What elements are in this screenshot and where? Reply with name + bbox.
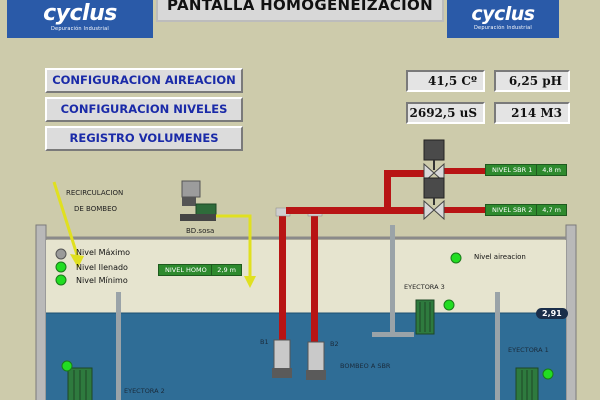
status-dot-minimo [55, 274, 67, 286]
ejector-2-icon [67, 367, 93, 400]
nivel-sbr1-label: NIVEL SBR 1 [492, 166, 533, 174]
nivel-sbr2-label: NIVEL SBR 2 [492, 206, 533, 214]
b2-label: B2 [330, 340, 339, 348]
logo-right-name: cyclus [471, 3, 535, 25]
red-pipe-b2 [311, 214, 318, 344]
de-bombeo-label: DE BOMBEO [74, 205, 118, 213]
tank-level-badge: 2,91 [536, 308, 568, 319]
valve-sbr1-icon [423, 139, 445, 184]
red-riser [384, 170, 391, 212]
logo-right-tagline: Depuración Industrial [474, 25, 532, 31]
dosing-pump-icon [180, 180, 217, 221]
red-line-sbr1-out [440, 168, 485, 174]
legend-nivel-maximo: Nivel Máximo [76, 248, 131, 257]
ph-readout: 6,25 pH [494, 70, 570, 92]
pipe-elbow-b2 [307, 207, 323, 217]
logo-left: cyclus Depuración Industrial [7, 0, 153, 38]
ejector-3-icon [415, 299, 435, 335]
logo-left-tagline: Depuración Industrial [51, 26, 109, 32]
eyectora-1-label: EYECTORA 1 [508, 346, 549, 354]
status-dot-eyectora2 [61, 360, 73, 372]
logo-right: cyclus Depuración Industrial [447, 0, 559, 38]
nivel-sbr2-value: 4,7 m [536, 205, 566, 215]
pump-b2-icon [306, 341, 326, 380]
gray-pipe-aeration [390, 225, 395, 335]
page-title: PANTALLA HOMOGENEIZACION [167, 0, 433, 14]
status-dot-eyectora1 [542, 368, 554, 380]
logo-left-name: cyclus [43, 1, 117, 26]
sosa-dosing-arrow-icon [216, 214, 256, 288]
temperature-readout: 41,5 Cº [406, 70, 485, 92]
recirculacion-label: RECIRCULACION [66, 189, 124, 197]
gray-pipe-aeration-foot [372, 332, 414, 337]
nivel-sbr2-tag: NIVEL SBR 2 4,7 m [485, 204, 567, 216]
red-line-sbr2-out [440, 207, 485, 213]
bombeo-sbr-label: BOMBEO A SBR [340, 362, 391, 370]
nivel-sbr1-value: 4,8 m [536, 165, 566, 175]
pump-b1-icon [272, 339, 292, 378]
red-line-sbr1 [384, 170, 429, 177]
nivel-homo-value: 2,9 m [211, 265, 241, 275]
config-aireacion-button[interactable]: CONFIGURACION AIREACION [45, 68, 243, 93]
ejector-1-icon [515, 367, 539, 400]
pipe-elbow-b1 [275, 207, 291, 217]
bd-sosa-label: BD.sosa [186, 227, 215, 235]
status-dot-eyectora3 [443, 299, 455, 311]
volume-readout: 214 M3 [494, 102, 570, 124]
conductivity-readout: 2692,5 uS [406, 102, 485, 124]
eyectora-3-label: EYECTORA 3 [404, 283, 445, 291]
eyectora-2-label: EYECTORA 2 [124, 387, 165, 395]
status-dot-maximo [55, 248, 67, 260]
tank-wall-left [35, 224, 47, 400]
red-header [286, 207, 426, 214]
status-dot-aireacion [450, 252, 462, 264]
status-dot-llenado [55, 261, 67, 273]
red-pipe-b1 [279, 214, 286, 344]
nivel-aireacion-label: Nivel aireacion [474, 253, 526, 261]
nivel-homo-label: NIVEL HOMO [165, 266, 207, 274]
title-bar: PANTALLA HOMOGENEIZACION [156, 0, 444, 22]
config-niveles-button[interactable]: CONFIGURACION NIVELES [45, 97, 243, 122]
nivel-homo-tag: NIVEL HOMO 2,9 m [158, 264, 242, 276]
valve-sbr2-icon [423, 177, 445, 221]
b1-label: B1 [260, 338, 269, 346]
gray-pipe-left [116, 292, 121, 400]
registro-volumenes-button[interactable]: REGISTRO VOLUMENES [45, 126, 243, 151]
legend-nivel-minimo: Nivel Mínimo [76, 276, 128, 285]
legend-nivel-llenado: Nivel llenado [76, 263, 128, 272]
gray-pipe-right [495, 292, 500, 400]
nivel-sbr1-tag: NIVEL SBR 1 4,8 m [485, 164, 567, 176]
